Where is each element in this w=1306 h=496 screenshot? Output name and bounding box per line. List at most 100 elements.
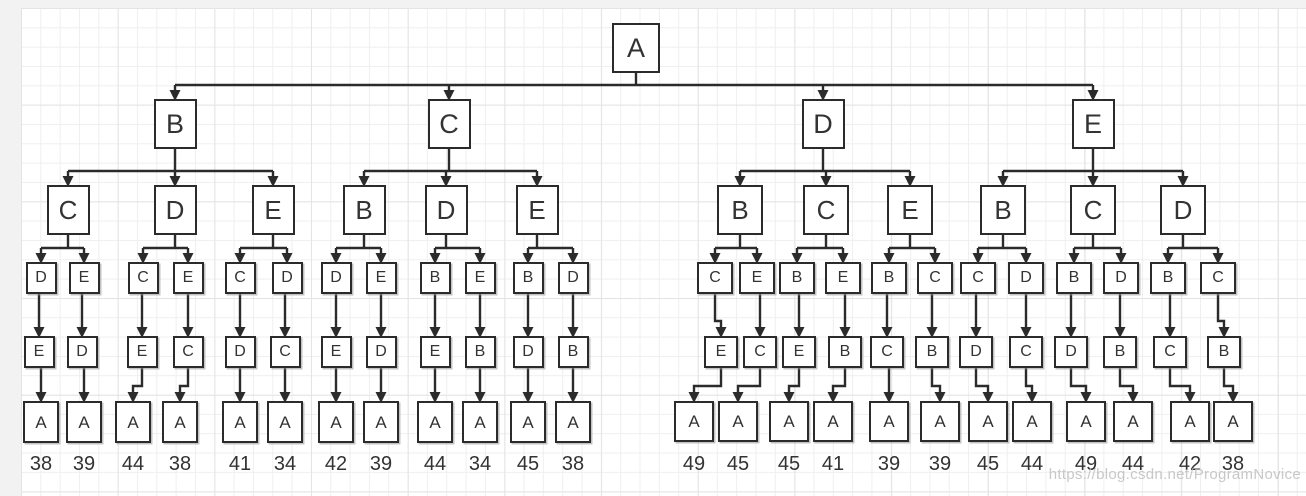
node-A-C-D-E[interactable]: E xyxy=(464,262,496,294)
node-A-D-B-E-C[interactable]: C xyxy=(743,336,777,368)
node-A-D-E-C-B[interactable]: B xyxy=(915,336,949,368)
node-A-E-D-B[interactable]: B xyxy=(1150,262,1186,294)
node-A-D-B-C-E[interactable]: E xyxy=(704,336,738,368)
node-A-E-C[interactable]: C xyxy=(1070,185,1116,235)
node-A-E-C-D-B-A[interactable]: A xyxy=(1113,401,1153,442)
node-A-B-D-C-E[interactable]: E xyxy=(126,336,158,368)
connector xyxy=(831,368,847,392)
node-A-B-E-C-D[interactable]: D xyxy=(224,336,256,368)
node-A-D-B[interactable]: B xyxy=(717,185,763,235)
node-A-C-B-E[interactable]: E xyxy=(365,262,397,294)
cost-A-D-B-E-C-A: 45 xyxy=(726,453,750,475)
node-A-D-B-E[interactable]: E xyxy=(739,262,775,294)
node-A-E-C-D[interactable]: D xyxy=(1103,262,1139,294)
node-A-B-D-E-C[interactable]: C xyxy=(172,336,204,368)
node-A-D-C-E-B[interactable]: B xyxy=(828,336,862,368)
cost-A-C-B-E-D-A: 39 xyxy=(369,453,393,475)
node-A-D-E-B[interactable]: B xyxy=(871,262,907,294)
node-A-C-E-B-D[interactable]: D xyxy=(512,336,544,368)
arrowhead-icon xyxy=(1162,253,1174,264)
node-A-E-B[interactable]: B xyxy=(980,185,1026,235)
node-A-C-E-B[interactable]: B xyxy=(512,262,544,294)
node-A-C-B-D-E[interactable]: E xyxy=(320,336,352,368)
node-A-B-E-C-D-A[interactable]: A xyxy=(222,401,258,443)
node-A-D-E-B-C-A[interactable]: A xyxy=(869,401,909,442)
node-A-B-D-C-E-A[interactable]: A xyxy=(115,401,151,443)
node-A-E-D-C-B[interactable]: B xyxy=(1207,336,1241,368)
arrowhead-icon xyxy=(78,253,90,264)
node-A-E-D-C[interactable]: C xyxy=(1200,262,1236,294)
node-A-C-B-D-E-A[interactable]: A xyxy=(318,401,354,443)
node-A-C-E-D-B-A[interactable]: A xyxy=(555,401,591,443)
node-A-B-C-D[interactable]: D xyxy=(25,262,57,294)
node-A-B-E-D-C[interactable]: C xyxy=(269,336,301,368)
node-A-B-D-C[interactable]: C xyxy=(127,262,159,294)
node-A-B-C[interactable]: C xyxy=(46,185,90,235)
node-A-E-B-C-D[interactable]: D xyxy=(959,336,993,368)
node-A-C-B-E-D-A[interactable]: A xyxy=(363,401,399,443)
node-A-D-B-C[interactable]: C xyxy=(697,262,733,294)
node-A-C-D-E-B-A[interactable]: A xyxy=(462,401,498,443)
node-A-D-E-B-C[interactable]: C xyxy=(870,336,904,368)
node-A-B-C-E-D-A[interactable]: A xyxy=(66,401,102,443)
node-A-C-B-D[interactable]: D xyxy=(320,262,352,294)
node-A-E-B-C-D-A[interactable]: A xyxy=(968,401,1008,442)
node-A-E-C-B-D[interactable]: D xyxy=(1054,336,1088,368)
node-A-B-E-C[interactable]: C xyxy=(224,262,256,294)
node-A-D-C-E-B-A[interactable]: A xyxy=(813,401,853,442)
node-A-C-D-B-E-A[interactable]: A xyxy=(417,401,453,443)
cost-A-C-B-D-E-A: 42 xyxy=(324,453,348,475)
node-A-E-B-D-C[interactable]: C xyxy=(1009,336,1043,368)
node-A-B-D-E-C-A[interactable]: A xyxy=(162,401,198,443)
node-A[interactable]: A xyxy=(612,23,660,73)
node-A-B-C-D-E[interactable]: E xyxy=(23,336,55,368)
node-A-D-C[interactable]: C xyxy=(803,185,849,235)
node-A-E[interactable]: E xyxy=(1071,99,1115,149)
node-A-B-D-E[interactable]: E xyxy=(172,262,204,294)
node-A-E-B-D-C-A[interactable]: A xyxy=(1012,401,1052,442)
node-A-E-D-B-C[interactable]: C xyxy=(1153,336,1187,368)
node-A-C-E[interactable]: E xyxy=(515,185,559,235)
node-A-B-E[interactable]: E xyxy=(251,185,295,235)
node-A-B-E-D-C-A[interactable]: A xyxy=(267,401,303,443)
node-A-C-D-E-B[interactable]: B xyxy=(464,336,496,368)
arrowhead-icon xyxy=(1026,392,1038,403)
node-A-B-D[interactable]: D xyxy=(153,185,197,235)
node-A-D-E-C[interactable]: C xyxy=(917,262,953,294)
node-A-D-C-B-E-A[interactable]: A xyxy=(769,401,809,442)
node-A-B-C-E[interactable]: E xyxy=(68,262,100,294)
node-A-E-C-B-D-A[interactable]: A xyxy=(1066,401,1106,442)
node-A-C-B-E-D[interactable]: D xyxy=(365,336,397,368)
node-A-E-C-B[interactable]: B xyxy=(1056,262,1092,294)
node-A-C-E-B-D-A[interactable]: A xyxy=(510,401,546,443)
node-A-D-C-B[interactable]: B xyxy=(779,262,815,294)
connector xyxy=(1024,368,1034,392)
node-A-C-D[interactable]: D xyxy=(424,185,468,235)
node-A-D-E-C-B-A[interactable]: A xyxy=(920,401,960,442)
arrowhead-icon xyxy=(817,90,829,101)
node-A-B[interactable]: B xyxy=(153,99,197,149)
node-A-E-B-C[interactable]: C xyxy=(960,262,996,294)
node-A-D-C-E[interactable]: E xyxy=(825,262,861,294)
node-A-D-B-E-C-A[interactable]: A xyxy=(718,401,758,442)
node-A-E-D[interactable]: D xyxy=(1160,185,1206,235)
node-A-E-B-D[interactable]: D xyxy=(1008,262,1044,294)
node-A-D-E[interactable]: E xyxy=(887,185,933,235)
node-A-D-C-B-E[interactable]: E xyxy=(782,336,816,368)
node-A-B-C-E-D[interactable]: D xyxy=(66,336,98,368)
node-A-C-B[interactable]: B xyxy=(342,185,386,235)
arrowhead-icon xyxy=(754,327,766,338)
node-A-B-E-D[interactable]: D xyxy=(271,262,303,294)
node-A-E-C-D-B[interactable]: B xyxy=(1103,336,1137,368)
node-A-E-D-C-B-A[interactable]: A xyxy=(1213,401,1253,442)
node-A-C-E-D[interactable]: D xyxy=(557,262,589,294)
node-A-C-D-B[interactable]: B xyxy=(419,262,451,294)
node-A-C-E-D-B[interactable]: B xyxy=(557,336,589,368)
node-A-D[interactable]: D xyxy=(801,99,845,149)
node-A-E-D-B-C-A[interactable]: A xyxy=(1170,401,1210,442)
node-A-C-D-B-E[interactable]: E xyxy=(419,336,451,368)
node-A-C[interactable]: C xyxy=(427,99,471,149)
node-A-B-C-D-E-A[interactable]: A xyxy=(23,401,59,443)
arrowhead-icon xyxy=(137,253,149,264)
node-A-D-B-C-E-A[interactable]: A xyxy=(674,401,714,442)
